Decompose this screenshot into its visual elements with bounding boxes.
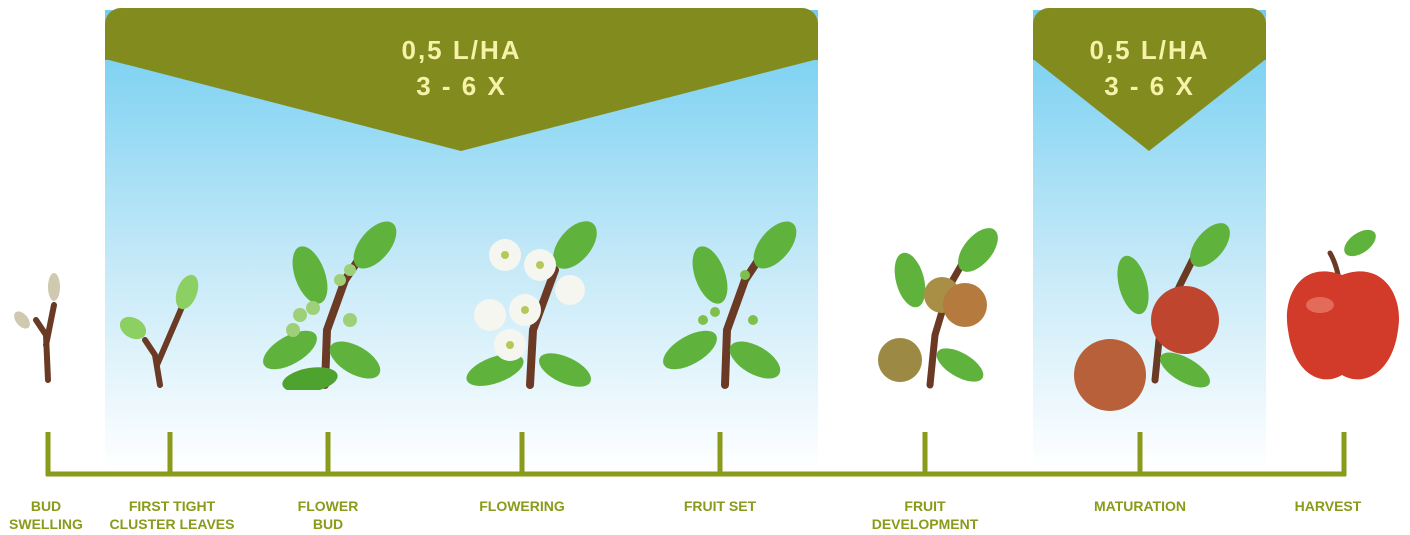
stage-label-flower-bud: FLOWER BUD <box>248 497 408 533</box>
stage-label-fruit-development: FRUIT DEVELOPMENT <box>845 497 1005 533</box>
fruit-development-illustration <box>860 225 1010 395</box>
fruit-set-illustration <box>655 220 805 390</box>
first-tight-cluster-leaves-illustration <box>115 270 205 390</box>
stage-label-flowering: FLOWERING <box>442 497 602 515</box>
bud-swelling-illustration <box>8 265 68 385</box>
stage-label-first-tight-cluster-leaves: FIRST TIGHT CLUSTER LEAVES <box>92 497 252 533</box>
maturation-illustration <box>1065 220 1235 420</box>
stage-label-fruit-set: FRUIT SET <box>640 497 800 515</box>
stage-label-maturation: MATURATION <box>1060 497 1220 515</box>
harvest-apple-illustration <box>1282 225 1406 395</box>
stage-label-harvest: HARVEST <box>1248 497 1408 515</box>
flowering-illustration <box>455 220 605 390</box>
flower-bud-illustration <box>255 220 405 390</box>
